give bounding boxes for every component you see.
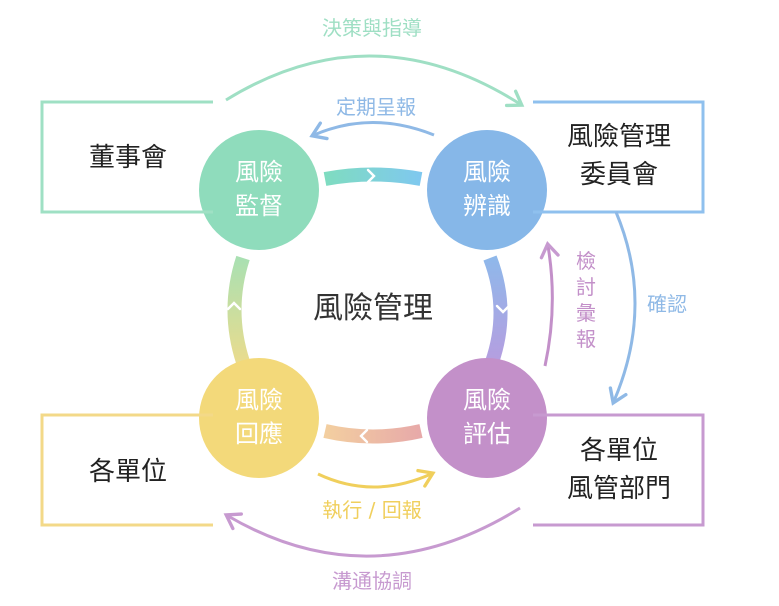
box-units: 各單位: [40, 413, 213, 527]
ring-arc-right: [483, 255, 508, 365]
circle-risk-respond-line1: 風險: [235, 386, 283, 414]
box-risk-committee: 風險管理 委員會: [533, 100, 705, 214]
box-dept-line1: 各單位: [580, 436, 658, 466]
flow-communicate-label: 溝通協調: [332, 569, 412, 593]
arrow-report: [309, 121, 435, 141]
arrow-decision: [225, 54, 525, 108]
flow-execute-label: 執行 / 回報: [322, 498, 421, 522]
box-risk-committee-line2: 委員會: [580, 160, 658, 190]
ring-arc-left: [227, 255, 250, 365]
svg-text:檢討彙報: 檢討彙報: [576, 249, 596, 351]
circle-risk-assess-line2: 評估: [463, 420, 511, 448]
circle-risk-identify-line2: 辨識: [463, 192, 511, 220]
ring-arc-bottom: [323, 424, 423, 444]
arrow-communicate: [223, 506, 521, 558]
chevron-up-icon: [226, 301, 242, 311]
flow-review-char: 報: [576, 327, 596, 351]
flow-review-label: 檢討彙報: [576, 249, 596, 351]
flow-review-char: 彙: [576, 301, 596, 325]
chevron-down-icon: [495, 304, 511, 314]
circle-risk-identify: 風險 辨識: [427, 130, 547, 250]
flow-decision-label: 決策與指導: [322, 16, 422, 40]
flow-report-label: 定期呈報: [336, 95, 416, 119]
box-board: 董事會: [40, 100, 213, 214]
box-risk-committee-line1: 風險管理: [567, 122, 671, 152]
circle-risk-monitor-line1: 風險: [235, 158, 283, 186]
flow-review-char: 討: [576, 275, 596, 299]
flow-confirm-label: 確認: [647, 292, 687, 316]
circle-risk-respond: 風險 回應: [199, 358, 319, 478]
circle-risk-monitor: 風險 監督: [199, 130, 319, 250]
circle-risk-monitor-line2: 監督: [235, 192, 283, 220]
center-label: 風險管理: [313, 291, 433, 326]
chevron-left-icon: [359, 428, 369, 444]
box-units-label: 各單位: [89, 457, 167, 487]
circle-risk-respond-line2: 回應: [235, 420, 283, 448]
arrow-execute: [317, 468, 436, 489]
flow-review-char: 檢: [576, 249, 596, 273]
box-dept-line2: 風管部門: [567, 474, 671, 504]
box-board-label: 董事會: [89, 143, 167, 173]
arrow-review: [539, 240, 560, 367]
circle-risk-assess: 風險 評估: [427, 358, 547, 478]
circle-risk-identify-line1: 風險: [463, 158, 511, 186]
circle-risk-assess-line1: 風險: [463, 386, 511, 414]
chevron-right-icon: [366, 168, 376, 184]
box-dept: 各單位 風管部門: [533, 413, 705, 527]
arrow-confirm: [608, 211, 637, 406]
